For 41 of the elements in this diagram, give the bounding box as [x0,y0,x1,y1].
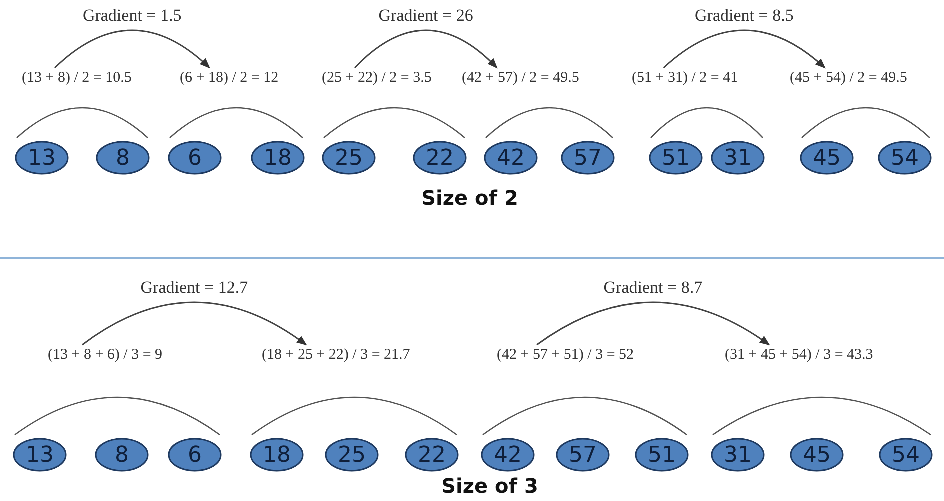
number-ellipse: 54 [879,438,933,472]
number-ellipse: 6 [168,141,222,175]
number-ellipse: 8 [96,141,150,175]
arrow [354,30,498,69]
number-ellipse: 18 [250,438,304,472]
arrow [82,302,308,346]
number-ellipse: 31 [711,438,765,472]
formula-text: (45 + 54) / 2 = 49.5 [790,68,908,88]
formula-text: (42 + 57 + 51) / 3 = 52 [497,345,634,365]
formula-text: (18 + 25 + 22) / 3 = 21.7 [262,345,410,365]
number-ellipse: 42 [484,141,538,175]
number-ellipse: 22 [413,141,467,175]
number-ellipse: 25 [322,141,376,175]
arrow [54,30,210,69]
formula-text: (6 + 18) / 2 = 12 [180,68,279,88]
number-ellipse: 57 [556,438,610,472]
number-ellipse: 31 [711,141,765,175]
number-ellipse: 25 [325,438,379,472]
section-heading: Size of 3 [442,474,538,498]
number-ellipse: 18 [251,141,305,175]
number-ellipse: 54 [878,141,932,175]
section-heading: Size of 2 [422,186,518,210]
formula-text: (31 + 45 + 54) / 3 = 43.3 [725,345,874,365]
formula-text: (13 + 8 + 6) / 3 = 9 [48,345,163,365]
number-ellipse: 13 [15,141,69,175]
number-ellipse: 57 [561,141,615,175]
formula-text: (51 + 31) / 2 = 41 [632,68,738,88]
arrow [536,302,770,346]
arrow [663,30,826,69]
formula-text: (42 + 57) / 2 = 49.5 [462,68,580,88]
number-ellipse: 22 [405,438,459,472]
formula-text: (25 + 22) / 2 = 3.5 [322,68,432,88]
number-ellipse: 13 [13,438,67,472]
number-ellipse: 42 [481,438,535,472]
formula-text: (13 + 8) / 2 = 10.5 [22,68,132,88]
number-ellipse: 45 [800,141,854,175]
number-ellipse: 6 [168,438,222,472]
number-ellipse: 51 [635,438,689,472]
number-ellipse: 51 [649,141,703,175]
number-ellipse: 45 [790,438,844,472]
number-ellipse: 8 [95,438,149,472]
